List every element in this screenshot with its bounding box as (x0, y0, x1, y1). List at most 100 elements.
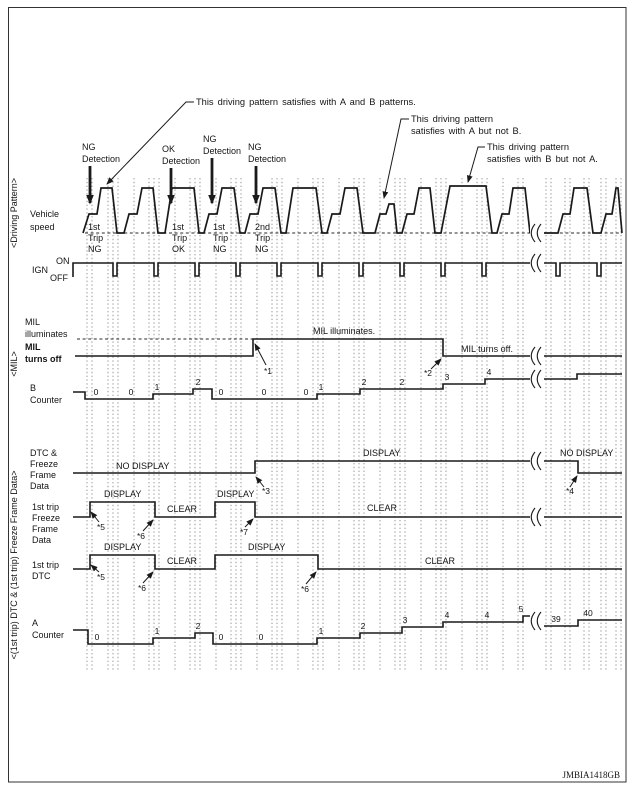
detection-1-line1: NG (82, 142, 96, 152)
trip-labels: 1st Trip NG 1st Trip OK 1st Trip NG 2nd … (88, 222, 270, 254)
dtc-ffd-state-display: DISPLAY (363, 448, 400, 458)
mil-illuminates-note: MIL illuminates. (313, 326, 375, 336)
mil-turns-off-label-line1: MIL (25, 342, 41, 352)
b-counter-value: 0 (129, 387, 134, 397)
star-2-arrow (430, 358, 442, 370)
detection-2-line2: Detection (162, 156, 200, 166)
trip-1-line3: NG (88, 244, 102, 254)
dtc-ffd-label-line1: DTC & (30, 448, 57, 458)
ign-trace (72, 262, 622, 277)
trip-dtc-row: 1st trip DTC DISPLAY CLEAR DISPLAY CLEAR… (32, 542, 622, 594)
b-counter-value: 0 (304, 387, 309, 397)
b-counter-value: 0 (219, 387, 224, 397)
star-4: *4 (566, 486, 574, 496)
figure-border (8, 7, 627, 783)
b-counter-values: 0 0 1 2 0 0 0 1 2 2 3 4 (94, 367, 492, 397)
dtc-ffd-state-no-display-right: NO DISPLAY (560, 448, 613, 458)
detection-4-line1: NG (248, 142, 262, 152)
annotation-a-not-b-leader (382, 118, 409, 199)
a-counter-value: 1 (319, 626, 324, 636)
mil-row: MIL illuminates MIL turns off MIL illumi… (25, 317, 622, 378)
trip-dtc-state-clear-2: CLEAR (425, 556, 456, 566)
break-dtc-ffd (530, 451, 544, 471)
break-ign (530, 253, 544, 273)
break-trip-ffd (530, 507, 544, 527)
trip-4-line2: Trip (255, 233, 270, 243)
event-gridlines (86, 178, 622, 672)
dtc-group-axis-label: <(1st trip) DTC & (1st trip) Freeze Fram… (9, 470, 19, 659)
trip-ffd-label-line3: Frame (32, 524, 58, 534)
trip-4-line3: NG (255, 244, 269, 254)
trip-ffd-label-line2: Freeze (32, 513, 60, 523)
a-counter-value: 39 (551, 614, 561, 624)
a-counter-values: 0 1 2 0 0 1 2 3 4 4 5 39 40 (95, 604, 593, 642)
a-counter-label-line1: A (32, 618, 38, 628)
annotation-a-and-b-leader (106, 101, 194, 185)
trip-2-line2: Trip (172, 233, 187, 243)
a-counter-value: 0 (95, 632, 100, 642)
b-counter-value: 1 (155, 382, 160, 392)
star-3-arrow (255, 476, 265, 488)
trip-3-line2: Trip (213, 233, 228, 243)
trip-ffd-state-display-1: DISPLAY (104, 489, 141, 499)
trip-ffd-label-line1: 1st trip (32, 502, 59, 512)
mil-axis-label: <MIL> (9, 351, 19, 377)
figure-code: JMBIA1418GB (562, 770, 620, 780)
a-counter-value: 0 (259, 632, 264, 642)
dtc-ffd-trace (73, 460, 622, 474)
ign-label: IGN (32, 265, 48, 275)
trip-ffd-label-line4: Data (32, 535, 51, 545)
break-b-counter (530, 369, 544, 389)
a-counter-row: A Counter 0 1 2 0 0 1 2 3 4 4 5 39 40 (32, 604, 622, 645)
star-6-dtc-2: *6 (301, 584, 309, 594)
trip-3-line1: 1st (213, 222, 226, 232)
ign-on-label: ON (56, 256, 70, 266)
star-6-dtc-1-arrow (142, 571, 154, 584)
vehicle-speed-label-line1: Vehicle (30, 209, 59, 219)
a-counter-value: 4 (485, 610, 490, 620)
star-2: *2 (424, 368, 432, 378)
trip-4-line1: 2nd (255, 222, 270, 232)
break-mil (530, 346, 544, 366)
annotation-a-and-b: This driving pattern satisfies with A an… (106, 97, 416, 185)
trip-2-line1: 1st (172, 222, 185, 232)
star-7-ffd-arrow (244, 518, 254, 528)
trip-dtc-label-line2: DTC (32, 571, 51, 581)
trip-dtc-state-clear-1: CLEAR (167, 556, 198, 566)
mil-illuminates-label-line2: illuminates (25, 329, 68, 339)
trip-2-line3: OK (172, 244, 185, 254)
trip-dtc-label-line1: 1st trip (32, 560, 59, 570)
detection-1-line2: Detection (82, 154, 120, 164)
star-1: *1 (264, 366, 272, 376)
dtc-ffd-label-line3: Frame (30, 470, 56, 480)
star-6-dtc-2-arrow (305, 571, 317, 585)
annotation-a-and-b-text: This driving pattern satisfies with A an… (196, 97, 416, 107)
star-5-ffd: *5 (97, 522, 105, 532)
vehicle-speed-waveform (82, 185, 623, 234)
b-counter-value: 2 (400, 377, 405, 387)
a-counter-value: 3 (403, 615, 408, 625)
annotation-a-not-b: This driving pattern satisfies with A bu… (382, 114, 521, 199)
b-counter-value: 1 (319, 382, 324, 392)
trip-dtc-state-display-1: DISPLAY (104, 542, 141, 552)
star-7-ffd: *7 (240, 527, 248, 537)
a-counter-value: 2 (196, 621, 201, 631)
vehicle-speed-row: Vehicle speed 1st Trip NG 1st Trip OK 1s… (30, 185, 623, 254)
trip-1-line2: Trip (88, 233, 103, 243)
star-5-dtc: *5 (97, 572, 105, 582)
break-a-counter (530, 611, 544, 631)
star-1-arrow (254, 343, 267, 366)
star-5-ffd-arrow (90, 511, 100, 523)
star-5-dtc-arrow (90, 564, 100, 573)
a-counter-value: 1 (155, 626, 160, 636)
b-counter-trace (73, 373, 622, 400)
dtc-ffd-row: DTC & Freeze Frame Data NO DISPLAY DISPL… (30, 448, 622, 496)
trip-ffd-trace (73, 501, 622, 518)
star-6-ffd: *6 (137, 531, 145, 541)
detection-3-line2: Detection (203, 146, 241, 156)
a-counter-value: 0 (219, 632, 224, 642)
a-counter-value: 40 (583, 608, 593, 618)
ign-off-label: OFF (50, 273, 68, 283)
annotation-b-not-a-line2: satisfies with B but not A. (487, 154, 598, 164)
